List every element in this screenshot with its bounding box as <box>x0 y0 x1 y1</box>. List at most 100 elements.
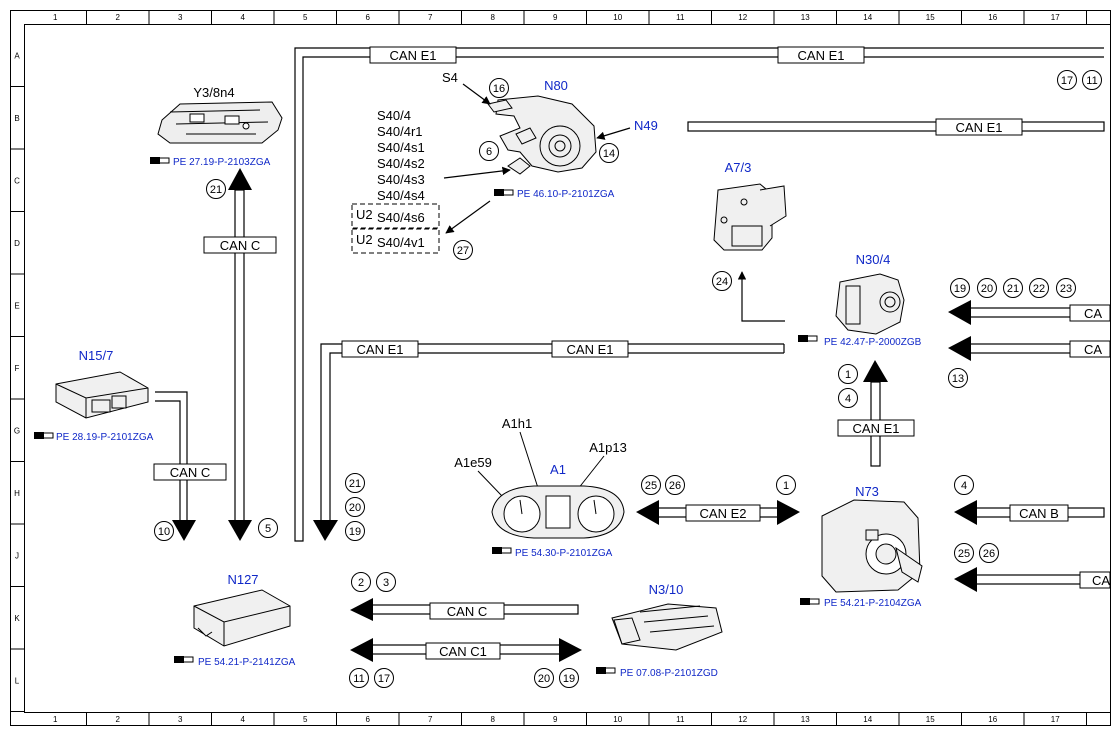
callout-number: 4 <box>845 393 851 405</box>
callout-c6: 6 <box>479 141 499 161</box>
callout-number: 21 <box>210 184 222 196</box>
a1-ref: PE 54.30-P-2101ZGA <box>515 548 613 559</box>
ref-icon <box>174 656 194 663</box>
n3-10-label: N3/10 <box>649 582 684 597</box>
callout-number: 26 <box>983 548 995 560</box>
ref-icon <box>492 547 512 554</box>
grid-column-label: 12 <box>738 13 747 22</box>
n15-7-icon <box>55 371 149 419</box>
can-c-text: CAN C <box>220 238 260 253</box>
callout-number: 5 <box>265 523 271 535</box>
a1h1-label: A1h1 <box>502 416 532 431</box>
grid-row-label: D <box>14 239 20 248</box>
callout-c2: 2 <box>351 572 371 592</box>
callout-number: 1 <box>845 369 851 381</box>
grid-column-label: 11 <box>676 13 685 22</box>
u2-item: S40/4s6 <box>377 210 425 225</box>
callout-c11_top: 11 <box>1082 70 1102 90</box>
callout-c13: 13 <box>948 368 968 388</box>
u2-box-1: U2 S40/4s6 <box>351 203 440 229</box>
callout-c17_bot: 17 <box>374 668 394 688</box>
grid-column-label: 1 <box>53 715 58 724</box>
can-e2-bus: CAN E2 <box>636 500 800 525</box>
s40-item: S40/4s3 <box>377 172 425 187</box>
a7-3-link <box>737 271 785 322</box>
a1-icon <box>491 485 625 539</box>
s40-item: S40/4r1 <box>377 124 423 139</box>
grid-column-label: 3 <box>178 715 183 724</box>
callout-c16: 16 <box>489 78 509 98</box>
ref-icon <box>34 432 54 439</box>
y3-8n4-label: Y3/8n4 <box>193 85 234 100</box>
u2-box-2: U2 S40/4v1 <box>351 228 440 254</box>
callout-c22_e: 22 <box>1029 278 1049 298</box>
callout-c5: 5 <box>258 518 278 538</box>
callout-number: 4 <box>961 480 967 492</box>
can-e1-text: CAN E1 <box>956 120 1003 135</box>
grid-column-label: 9 <box>553 13 558 22</box>
n127-component: N127 PE 54.21-P-2141ZGA <box>174 572 296 668</box>
u2-prefix: U2 <box>356 207 373 222</box>
can-e1-mid-label-2: CAN E1 <box>551 340 629 358</box>
ref-icon <box>150 157 170 164</box>
callout-number: 11 <box>1086 75 1097 87</box>
s40-list: S40/4 S40/4r1 S40/4s1 S40/4s2 S40/4s3 S4… <box>377 108 425 203</box>
ref-icon <box>800 598 820 605</box>
can-e1-text: CAN E1 <box>798 48 845 63</box>
callout-number: 19 <box>954 283 966 295</box>
s40-item: S40/4 <box>377 108 411 123</box>
callout-c1_a1: 1 <box>776 475 796 495</box>
grid-row-label: L <box>15 676 20 685</box>
n73-icon <box>821 499 923 593</box>
n49-label: N49 <box>634 118 658 133</box>
callout-c19_bot: 19 <box>559 668 579 688</box>
n30-4-component: N30/4 PE 42.47-P-2000ZGB <box>798 252 922 348</box>
can-c-text: CAN C <box>170 465 210 480</box>
grid-column-label: 10 <box>613 715 622 724</box>
can-e1-text: CAN E1 <box>357 342 404 357</box>
ref-icon <box>798 335 818 342</box>
u2-prefix: U2 <box>356 232 373 247</box>
n80-icon <box>487 95 597 175</box>
can-trunc-bus-1: CA <box>948 300 1111 325</box>
callout-number: 3 <box>383 577 389 589</box>
n127-ref: PE 54.21-P-2141ZGA <box>198 657 296 668</box>
n30-4-label: N30/4 <box>856 252 891 267</box>
callout-c26_a1: 26 <box>665 475 685 495</box>
callout-number: 14 <box>603 148 615 160</box>
callout-c25_n73: 25 <box>954 543 974 563</box>
can-c-n15-bus: CAN C <box>153 391 227 541</box>
a1-component: A1h1 A1e59 A1 A1p13 PE 54.30-P-2101ZGA <box>454 416 627 559</box>
y3-8n4-ref: PE 27.19-P-2103ZGA <box>173 157 271 168</box>
callout-number: 2 <box>358 577 364 589</box>
grid-row-label: H <box>14 489 20 498</box>
grid-column-label: 14 <box>863 715 872 724</box>
grid-column-label: 3 <box>178 13 183 22</box>
grid-column-label: 6 <box>366 715 371 724</box>
a7-3-icon <box>713 183 787 251</box>
ref-icon <box>494 189 514 196</box>
a7-3-component: A7/3 <box>713 160 787 251</box>
grid-column-label: 6 <box>366 13 371 22</box>
grid-column-label: 13 <box>801 13 810 22</box>
n127-icon <box>193 589 291 647</box>
callout-number: 26 <box>669 480 681 492</box>
grid-column-label: 15 <box>926 715 935 724</box>
a7-3-label: A7/3 <box>725 160 752 175</box>
grid-column-label: 10 <box>613 13 622 22</box>
callout-c21_e: 21 <box>1003 278 1023 298</box>
n73-ref: PE 54.21-P-2104ZGA <box>824 598 922 609</box>
callout-number: 21 <box>349 478 361 490</box>
can-e1-down-arrowhead <box>313 520 338 541</box>
callout-number: 23 <box>1060 283 1072 295</box>
grid-column-label: 1 <box>53 13 58 22</box>
grid-row-label: G <box>14 426 20 435</box>
grid-column-label: 7 <box>428 13 433 22</box>
can-c-vertical-bus: CAN C <box>203 168 277 541</box>
grid-column-label: 8 <box>491 13 496 22</box>
n80-ref: PE 46.10-P-2101ZGA <box>517 189 615 200</box>
grid-column-label: 15 <box>926 13 935 22</box>
grid-column-label: 14 <box>863 13 872 22</box>
callout-c10: 10 <box>154 521 174 541</box>
